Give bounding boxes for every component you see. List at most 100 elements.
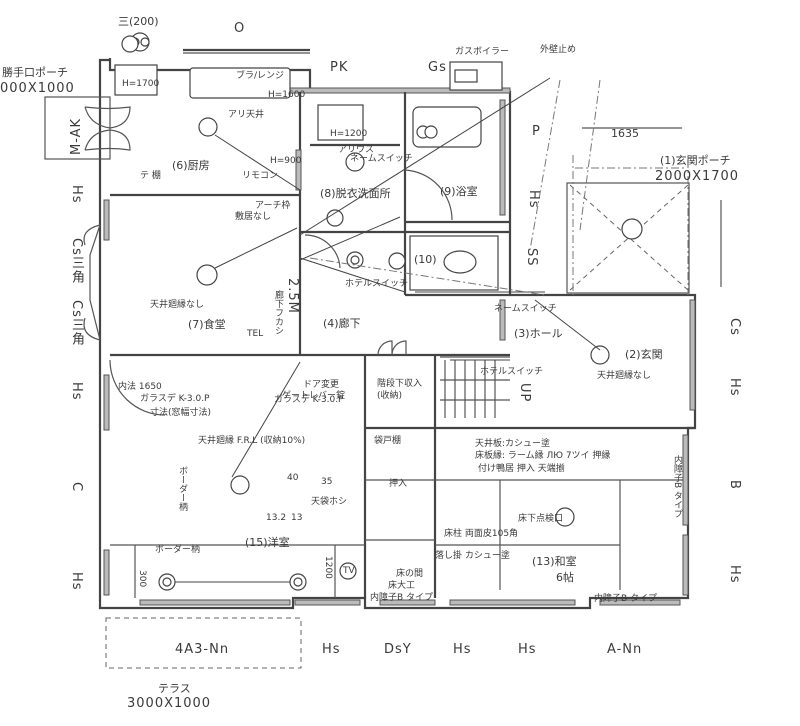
dim-13b-label: 13 (291, 513, 303, 523)
stairs-up-label: UP (517, 383, 532, 403)
tokobashira-label: 床柱 両面皮105角 (444, 529, 519, 539)
windows (103, 99, 696, 606)
kitchen-porch-size: 000X1000 (0, 81, 75, 96)
storage-top-label: 袋戸棚 (374, 436, 402, 446)
dim-35-label: 35 (321, 477, 333, 487)
attic-access-label: 床下点検口 (518, 514, 564, 524)
tokonoma-label: 床の間 (396, 569, 424, 579)
exterior-code-Cs-left-2: Cs三角 (69, 300, 84, 346)
gas-boiler-label: ガスボイラー (455, 47, 510, 57)
exterior-code-O: O (234, 21, 246, 36)
width-label: 2.5M (285, 278, 300, 314)
range-hood-label: ブラ/レンジ (236, 71, 285, 81)
exterior-code-P: P (532, 124, 541, 139)
h900-label: H=900 (270, 156, 302, 166)
bay-window (83, 224, 101, 341)
shoji-3-label: 内障子B タイプ (672, 455, 682, 519)
exterior-code-Hs-mid: Hs (526, 190, 541, 209)
dim-40-label: 40 (287, 473, 299, 483)
exterior-code-DsY: DsY (384, 642, 412, 657)
porch-dim-label: 1635 (611, 127, 639, 140)
terrace (105, 617, 302, 669)
exterior-code-Cs-left-1: Cs三角 (69, 238, 84, 284)
tel-label: TEL (247, 329, 264, 339)
hotel-switch-2-label: ホテルスイッチ (480, 367, 544, 377)
entrance-porch-size: 2000X1700 (655, 169, 740, 184)
room-13-size: 6帖 (556, 571, 574, 584)
outer-walls (98, 48, 697, 610)
tokonoma-sub: 床大工 (388, 581, 416, 591)
room-13-label: (13)和室 (532, 555, 577, 568)
room-4-label: (4)廊下 (323, 317, 361, 330)
kitchen-door (44, 96, 131, 160)
terrace-label: テラス (158, 682, 191, 695)
room-10-label: (10) (414, 253, 437, 266)
inner-dim-label: 内法 1650 (118, 382, 162, 392)
door-note-2: ゲートレバー錠 (282, 391, 346, 401)
stair-storage-label: 階段下収入 (377, 379, 423, 389)
exterior-code-SS: SS (524, 248, 539, 267)
hallway-flash-label: 廊下フカシ (273, 290, 283, 335)
finish-2-label: 床板縁: ラーム縁 ЛЮ 7ツイ 押縁 (475, 451, 611, 461)
lighting-label: アリ天井 (228, 110, 265, 120)
finish-3-label: 付け鴨居 押入 天端揃 (478, 464, 565, 474)
wiring (214, 77, 601, 478)
drop-wall-label: 落し掛 カシュー塗 (435, 551, 510, 561)
dim-300-label: 300 (137, 570, 147, 588)
door-note-1: ドア変更 (303, 380, 340, 390)
room-7-label: (7)食堂 (188, 318, 226, 331)
ceiling-lights (121, 35, 610, 591)
exterior-code-Gs: Gs (428, 60, 447, 75)
exterior-code-4A3-Nn: 4A3-Nn (175, 642, 230, 657)
h1200-label: H=1200 (330, 129, 368, 139)
room-2-label: (2)玄関 (625, 348, 663, 361)
room-6-label: (6)厨房 (172, 159, 210, 172)
exterior-code-M-AK: M-AK (69, 117, 84, 155)
entrance-porch (566, 127, 722, 295)
exterior-code-A-Nn: A-Nn (607, 642, 643, 657)
finish-1-label: 天井板:カシュー塗 (475, 439, 551, 449)
hotel-switch-1-label: ホテルスイッチ (345, 279, 409, 289)
exterior-code-Hs-bottom-3: Hs (518, 642, 537, 657)
entrance-porch-label: (1)玄関ポーチ (660, 154, 731, 167)
glass-2-label: ガラスデ K-3.0.P (274, 395, 344, 405)
room-3-label: (3)ホール (514, 327, 563, 340)
exterior-code-Cs-right: Cs (727, 318, 742, 336)
terrace-size: 3000X1000 (127, 696, 212, 711)
kitchen-porch-label: 勝手口ポーチ (2, 66, 68, 79)
frame-drain-label: アリウス (338, 145, 375, 155)
exterior-code-Hs-bottom-1: Hs (322, 642, 341, 657)
border-h-label: ボーダー柄 (155, 545, 201, 555)
room-9-label: (9)浴室 (440, 185, 478, 198)
exterior-code-C-left: C (69, 482, 84, 493)
glass-note-label: 寸法(窓幅寸法) (150, 408, 212, 418)
exterior-code-Hs-right-2: Hs (727, 565, 742, 584)
exterior-code-PK: PK (330, 60, 349, 75)
h1700-label: H=1700 (122, 79, 160, 89)
shoji-1-label: 内障子B タイプ (370, 593, 434, 603)
kitchen-shelf-label: テ 棚 (140, 171, 161, 181)
tv-label: TV (343, 566, 355, 576)
h1600-label: H=1600 (268, 90, 306, 100)
stairs (440, 356, 510, 418)
exterior-code-Hs-right-1: Hs (727, 378, 742, 397)
border-vertical-label: ボーダー柄 (177, 466, 187, 511)
exterior-code-Hs-left-1: Hs (69, 185, 84, 204)
room-8-label: (8)脱衣洗面所 (320, 187, 391, 200)
name-switch-2-label: ネームスイッチ (494, 304, 557, 314)
drawer-label: 天袋ホシ (311, 497, 348, 507)
shoji-2-label: 内障子B タイプ (594, 594, 658, 604)
exterior-code-Hs-bottom-2: Hs (453, 642, 472, 657)
exterior-code-B-right: B (727, 480, 742, 490)
outer-stop-label: 外壁止め (540, 45, 577, 55)
room-15-label: (15)洋室 (245, 536, 290, 549)
exterior-code-Hs-left-2: Hs (69, 382, 84, 401)
closet-label: 押入 (389, 479, 408, 489)
room-2-note: 天井廻縁なし (597, 371, 652, 381)
dim-1200-label: 1200 (323, 556, 333, 579)
remote-label: リモコン (242, 171, 279, 181)
ceiling-15-label: 天井廻縁 F.R.L (収納10%) (198, 436, 306, 446)
dim-13a-label: 13.2 (266, 513, 287, 523)
interior-walls (110, 92, 695, 598)
